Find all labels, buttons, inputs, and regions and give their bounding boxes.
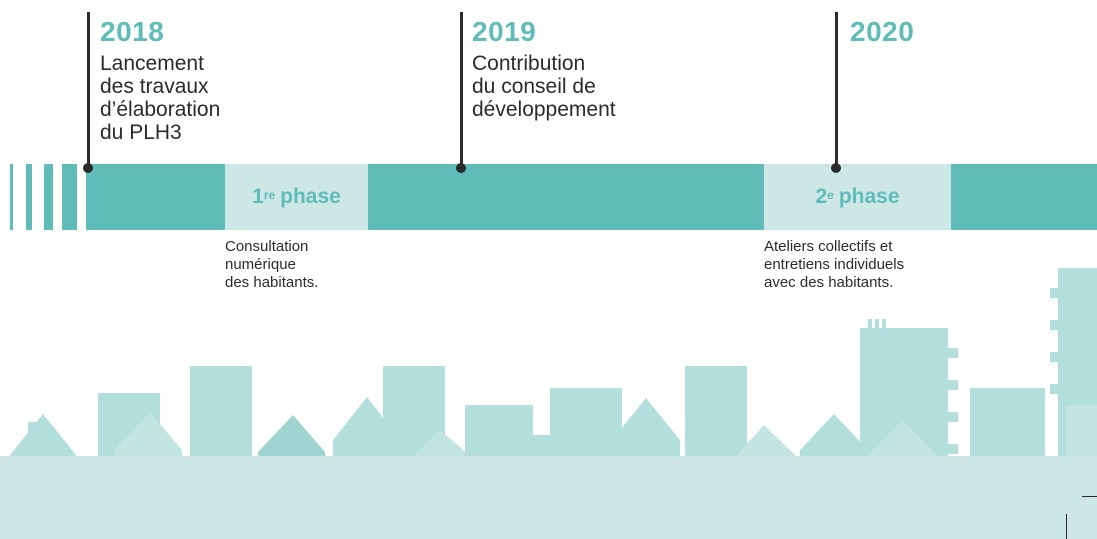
balcony xyxy=(948,348,958,358)
buildings xyxy=(10,268,1097,473)
stripe xyxy=(10,164,13,230)
milestone-2019-dot xyxy=(456,163,466,173)
timeline-band xyxy=(951,164,1097,230)
phase-1-description: Consultation numérique des habitants. xyxy=(225,238,319,291)
phase-2-word: phase xyxy=(838,185,900,208)
balcony xyxy=(1050,352,1058,362)
stripe xyxy=(44,164,53,230)
balcony xyxy=(948,380,958,390)
building xyxy=(190,366,252,471)
balcony xyxy=(1050,288,1058,298)
milestone-2018-line xyxy=(87,12,90,168)
balcony xyxy=(1050,384,1058,394)
milestone-2018-dot xyxy=(83,163,93,173)
crop-mark xyxy=(1082,496,1097,497)
antenna xyxy=(882,319,886,328)
stripe xyxy=(26,164,32,230)
crop-mark xyxy=(1066,514,1067,539)
stripe xyxy=(62,164,77,230)
building xyxy=(685,366,747,471)
phase-2-description: Ateliers collectifs et entretiens indivi… xyxy=(764,238,905,291)
balcony xyxy=(948,444,958,454)
phase-2-ordinal: 2 xyxy=(815,185,828,208)
milestone-2018-text: Lancement des travaux d’élaboration du P… xyxy=(100,52,221,144)
milestone-2020-line xyxy=(835,12,838,168)
milestone-2019-text: Contribution du conseil de développement xyxy=(472,52,616,121)
milestone-2019-year: 2019 xyxy=(472,16,537,47)
house xyxy=(612,398,680,470)
phase-1-word: phase xyxy=(280,185,341,208)
antenna xyxy=(868,319,872,328)
house xyxy=(115,412,182,470)
antenna xyxy=(875,319,879,328)
phase-2-suffix: e xyxy=(827,188,834,202)
balcony xyxy=(1050,320,1058,330)
milestone-2020-dot xyxy=(831,163,841,173)
milestone-2020-year: 2020 xyxy=(850,16,915,47)
milestone-2018-year: 2018 xyxy=(100,16,165,47)
phase-1-suffix: re xyxy=(263,188,276,202)
balcony xyxy=(948,412,958,422)
ground xyxy=(0,456,1097,539)
milestone-2019-line xyxy=(460,12,463,168)
phase-1-ordinal: 1 xyxy=(252,185,264,208)
timeline-band xyxy=(368,164,764,230)
timeline-band xyxy=(86,164,225,230)
chimney xyxy=(28,422,37,442)
